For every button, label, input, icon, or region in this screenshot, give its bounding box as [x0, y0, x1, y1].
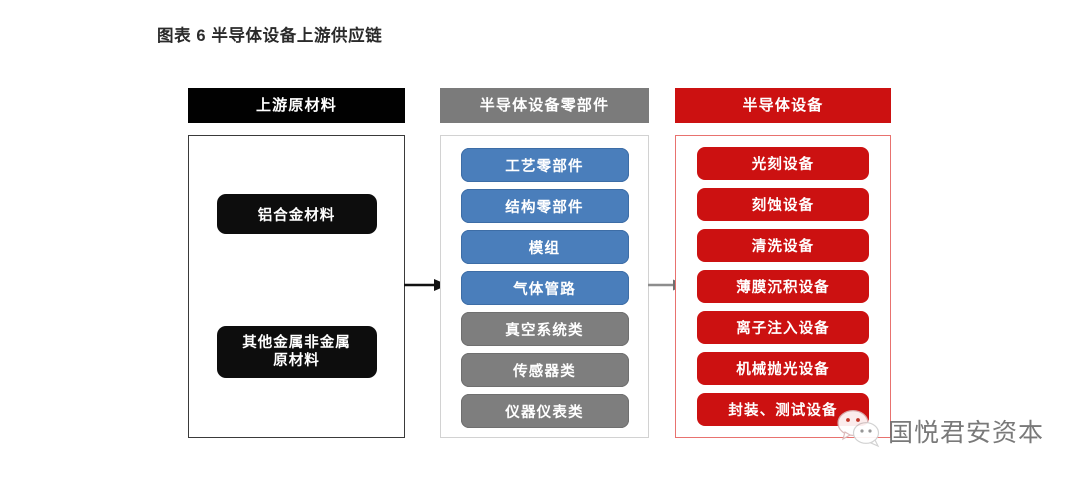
- wechat-icon: [836, 408, 882, 453]
- node-vacuum-systems[interactable]: 真空系统类: [460, 312, 629, 346]
- column-semiconductor-equipment: 半导体设备 光刻设备 刻蚀设备 清洗设备 薄膜沉积设备 离子注入设备 机械抛光设…: [675, 88, 891, 438]
- node-label: 气体管路: [513, 281, 576, 298]
- page-title: 图表 6 半导体设备上游供应链: [157, 27, 383, 45]
- node-label: 铝合金材料: [257, 207, 336, 224]
- node-label: 离子注入设备: [736, 321, 830, 337]
- node-label-line-2: 原材料: [273, 353, 320, 369]
- node-aluminum-alloy-material[interactable]: 铝合金材料: [216, 194, 377, 234]
- column-semiconductor-equipment-components: 半导体设备零部件 工艺零部件 结构零部件 模组 气体管路 真空系统类 传感器类 …: [440, 88, 649, 438]
- watermark-text: 国悦君安资本: [888, 417, 1045, 447]
- node-etching-equipment[interactable]: 刻蚀设备: [697, 188, 869, 221]
- column-body-equipment: 光刻设备 刻蚀设备 清洗设备 薄膜沉积设备 离子注入设备 机械抛光设备 封装、测…: [675, 135, 891, 438]
- node-other-metal-nonmetal-raw-material[interactable]: 其他金属非金属 原材料: [216, 326, 377, 378]
- node-gas-piping[interactable]: 气体管路: [460, 271, 629, 305]
- node-structural-components[interactable]: 结构零部件: [460, 189, 629, 223]
- column-header-equipment: 半导体设备: [675, 88, 891, 123]
- node-ion-implantation-equipment[interactable]: 离子注入设备: [697, 311, 869, 344]
- column-upstream-raw-materials: 上游原材料 铝合金材料 其他金属非金属 原材料: [188, 88, 405, 438]
- column-body-upstream: 铝合金材料 其他金属非金属 原材料: [188, 135, 405, 438]
- column-header-components: 半导体设备零部件: [440, 88, 649, 123]
- node-label: 刻蚀设备: [751, 198, 815, 214]
- node-label: 仪器仪表类: [505, 404, 584, 421]
- node-label: 光刻设备: [751, 157, 815, 173]
- node-label: 清洗设备: [751, 239, 815, 255]
- node-label: 薄膜沉积设备: [736, 280, 830, 296]
- node-label: 工艺零部件: [505, 158, 584, 175]
- node-sensors[interactable]: 传感器类: [460, 353, 629, 387]
- node-label: 模组: [528, 240, 561, 257]
- node-label: 传感器类: [513, 363, 576, 380]
- column-header-upstream: 上游原材料: [188, 88, 405, 123]
- node-instruments-and-meters[interactable]: 仪器仪表类: [460, 394, 629, 428]
- node-label: 真空系统类: [505, 322, 584, 339]
- node-thin-film-deposition-equipment[interactable]: 薄膜沉积设备: [697, 270, 869, 303]
- node-label: 机械抛光设备: [736, 362, 830, 378]
- node-process-components[interactable]: 工艺零部件: [460, 148, 629, 182]
- column-body-components: 工艺零部件 结构零部件 模组 气体管路 真空系统类 传感器类 仪器仪表类: [440, 135, 649, 438]
- node-cmp-equipment[interactable]: 机械抛光设备: [697, 352, 869, 385]
- watermark: 国悦君安资本: [836, 408, 1044, 453]
- node-modules[interactable]: 模组: [460, 230, 629, 264]
- node-label: 结构零部件: [505, 199, 584, 216]
- node-lithography-equipment[interactable]: 光刻设备: [697, 147, 869, 180]
- node-cleaning-equipment[interactable]: 清洗设备: [697, 229, 869, 262]
- node-label-line-1: 其他金属非金属: [242, 334, 351, 351]
- node-label: 封装、测试设备: [728, 403, 838, 419]
